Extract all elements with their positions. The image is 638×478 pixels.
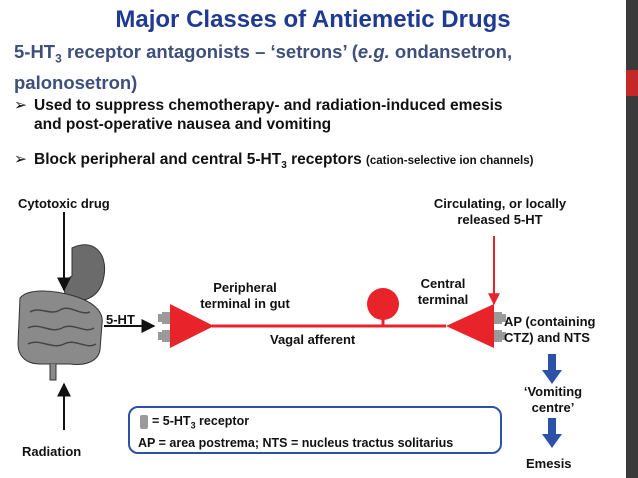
label-vagal-afferent: Vagal afferent — [270, 332, 356, 347]
down-arrow-icon — [542, 354, 562, 448]
bullet-uses: ➢Used to suppress chemotherapy- and radi… — [14, 97, 503, 133]
subtitle: 5-HT3 receptor antagonists – ‘setrons’ (… — [14, 41, 513, 93]
page-title: Major Classes of Antiemetic Drugs — [115, 6, 511, 33]
right-edge-accent — [626, 70, 638, 96]
legend-abbreviations: AP = area postrema; NTS = nucleus tractu… — [138, 436, 454, 450]
peripheral-terminal — [170, 304, 214, 348]
central-terminal — [446, 304, 494, 348]
bullet-arrow-icon: ➢ — [14, 97, 27, 114]
legend-receptor: = 5-HT3 receptor — [152, 414, 250, 431]
right-edge-bar — [626, 0, 638, 478]
bullet-arrow-icon: ➢ — [14, 151, 27, 168]
legend-box: = 5-HT3 receptor AP = area postrema; NTS… — [128, 406, 502, 454]
label-5ht-gut: 5-HT — [106, 312, 135, 327]
cell-body — [367, 288, 399, 320]
label-emesis: Emesis — [526, 456, 572, 471]
receptor-icon — [140, 415, 148, 429]
label-cytotoxic: Cytotoxic drug — [18, 196, 110, 211]
gut-icon — [17, 244, 106, 381]
label-radiation: Radiation — [22, 444, 82, 459]
bullet-block: ➢Block peripheral and central 5-HT3 rece… — [14, 151, 534, 172]
receptor-icon — [158, 312, 506, 342]
